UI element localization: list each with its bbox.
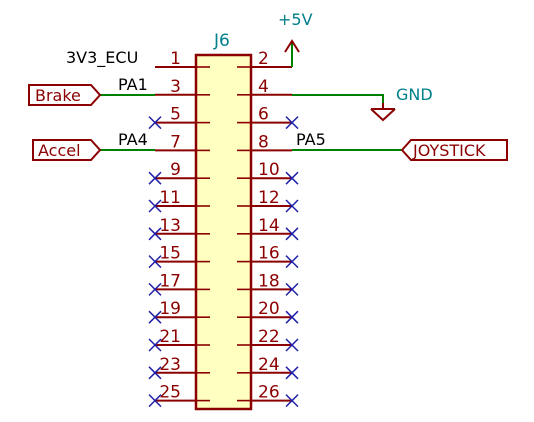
pin-number-left: 5 — [170, 105, 181, 125]
gnd-symbol — [370, 103, 396, 122]
no-connect-stroke — [285, 282, 299, 296]
connector-ref: J6 — [213, 31, 230, 51]
no-connect-icon — [148, 227, 162, 241]
no-connect-stroke — [285, 338, 299, 352]
netlabel-pa5: PA5 — [296, 130, 326, 149]
gnd-triangle-icon — [370, 108, 396, 122]
pin-number-left: 19 — [159, 299, 181, 319]
pin-number-right: 6 — [258, 105, 269, 125]
pin-number-right: 22 — [258, 327, 280, 347]
no-connect-stroke — [148, 394, 162, 408]
no-connect-icon — [285, 366, 299, 380]
no-connect-stroke — [285, 116, 299, 130]
no-connect-icon — [148, 116, 162, 130]
pin-number-left: 15 — [159, 244, 181, 264]
port-accel[interactable]: Accel — [32, 139, 102, 161]
no-connect-stroke — [148, 171, 162, 185]
connector-pins: 1357911131517192123252468101214161820222… — [155, 49, 292, 403]
pin-number-right: 12 — [258, 188, 280, 208]
port-joystick-shape — [400, 139, 508, 161]
no-connect-icon — [148, 338, 162, 352]
pin-number-left: 11 — [159, 188, 181, 208]
wires — [100, 42, 402, 151]
netlabel-3v3-ecu: 3V3_ECU — [66, 48, 138, 68]
no-connect-icon — [148, 310, 162, 324]
no-connect-icon — [285, 338, 299, 352]
no-connect-stroke — [285, 227, 299, 241]
pin-number-left: 25 — [159, 383, 181, 403]
netlabel-pa1: PA1 — [118, 75, 148, 94]
no-connect-stroke — [285, 255, 299, 269]
no-connect-stroke — [285, 366, 299, 380]
pin-number-right: 24 — [258, 355, 280, 375]
no-connect-stroke — [285, 199, 299, 213]
port-accel-shape — [32, 139, 102, 161]
pin-number-left: 3 — [170, 77, 181, 97]
no-connect-stroke — [148, 116, 162, 130]
no-connect-markers — [148, 116, 299, 408]
no-connect-icon — [285, 171, 299, 185]
power-5v-arrow-icon — [284, 39, 300, 53]
port-accel-label: Accel — [38, 141, 81, 160]
pin-number-right: 4 — [258, 77, 269, 97]
port-brake[interactable]: Brake — [28, 84, 102, 106]
gnd-label: GND — [396, 85, 433, 104]
pin-number-right: 18 — [258, 271, 280, 291]
pin-number-right: 16 — [258, 244, 280, 264]
port-joystick[interactable]: JOYSTICK — [400, 139, 508, 161]
no-connect-stroke — [148, 338, 162, 352]
no-connect-stroke — [148, 255, 162, 269]
power-5v-label: +5V — [278, 10, 313, 29]
no-connect-stroke — [148, 199, 162, 213]
netlabel-pa4: PA4 — [118, 130, 148, 149]
no-connect-icon — [285, 199, 299, 213]
no-connect-icon — [148, 255, 162, 269]
pin-number-left: 7 — [170, 132, 181, 152]
pin-number-right: 8 — [258, 132, 269, 152]
port-joystick-label: JOYSTICK — [412, 141, 486, 160]
pin-number-left: 17 — [159, 271, 181, 291]
pin-number-right: 2 — [258, 49, 269, 69]
pin-number-right: 26 — [258, 383, 280, 403]
no-connect-stroke — [285, 171, 299, 185]
no-connect-stroke — [285, 310, 299, 324]
no-connect-stroke — [148, 227, 162, 241]
connector-body — [194, 53, 253, 411]
power-5v-symbol — [284, 39, 300, 53]
no-connect-icon — [148, 199, 162, 213]
port-brake-shape — [28, 84, 102, 106]
no-connect-icon — [285, 116, 299, 130]
pin-number-right: 20 — [258, 299, 280, 319]
pin-number-left: 1 — [170, 49, 181, 69]
pin-number-left: 21 — [159, 327, 181, 347]
no-connect-stroke — [148, 282, 162, 296]
pin-number-right: 10 — [258, 160, 280, 180]
port-brake-label: Brake — [35, 86, 81, 105]
no-connect-stroke — [285, 394, 299, 408]
no-connect-icon — [285, 394, 299, 408]
pin-number-left: 9 — [170, 160, 181, 180]
no-connect-icon — [285, 227, 299, 241]
no-connect-icon — [148, 282, 162, 296]
pin-number-left: 13 — [159, 216, 181, 236]
no-connect-stroke — [148, 310, 162, 324]
no-connect-stroke — [148, 366, 162, 380]
no-connect-icon — [285, 282, 299, 296]
pin-number-right: 14 — [258, 216, 280, 236]
wire-gnd — [292, 94, 384, 103]
no-connect-icon — [285, 255, 299, 269]
pin-number-left: 23 — [159, 355, 181, 375]
no-connect-icon — [148, 366, 162, 380]
no-connect-icon — [285, 310, 299, 324]
no-connect-icon — [148, 394, 162, 408]
no-connect-icon — [148, 171, 162, 185]
